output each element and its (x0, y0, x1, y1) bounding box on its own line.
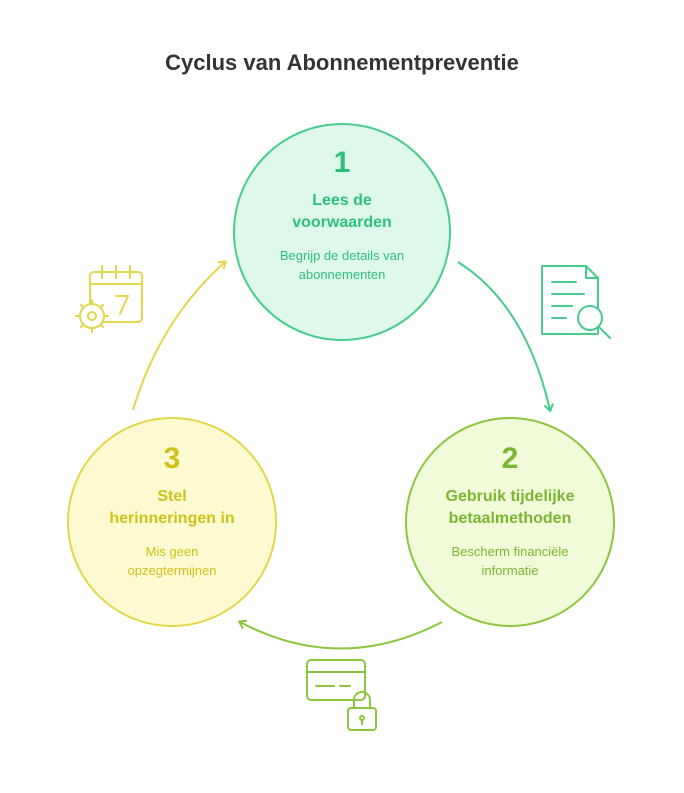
arrow-step3-to-step1 (132, 260, 227, 411)
step-2-circle (405, 417, 615, 627)
step-number: 2 (501, 442, 519, 475)
step-3-text: 3 Stel herinneringen in Mis geen opzegte… (72, 442, 272, 580)
step-description-line: Mis geen (145, 544, 199, 559)
arrow-step1-to-step2 (457, 261, 554, 412)
step-title-line: Stel (157, 488, 187, 505)
step-title-line: herinneringen in (109, 510, 235, 527)
step-2-text: 2 Gebruik tijdelijke betaalmethoden Besc… (410, 442, 610, 580)
step-number: 3 (163, 442, 181, 475)
arrow-step2-to-step3 (238, 619, 443, 650)
step-description-line: abonnementen (298, 267, 386, 282)
step-title-line: betaalmethoden (448, 510, 572, 527)
step-1-circle (233, 123, 451, 341)
calendar-gear-icon (75, 265, 143, 333)
step-number: 1 (333, 146, 351, 179)
step-title-line: voorwaarden (292, 214, 392, 231)
step-1-text: 1 Lees de voorwaarden Begrijp de details… (252, 146, 432, 284)
step-description-line: Bescherm financiële (451, 544, 569, 559)
step-title-line: Lees de (312, 192, 372, 209)
document-search-icon (541, 265, 611, 339)
step-description-line: informatie (481, 563, 539, 578)
credit-card-lock-icon (306, 659, 377, 731)
diagram-title: Cyclus van Abonnementpreventie (165, 50, 519, 75)
step-description-line: opzegtermijnen (127, 563, 217, 578)
step-3-circle (67, 417, 277, 627)
step-title-line: Gebruik tijdelijke (445, 488, 575, 505)
step-description-line: Begrijp de details van (279, 248, 405, 263)
